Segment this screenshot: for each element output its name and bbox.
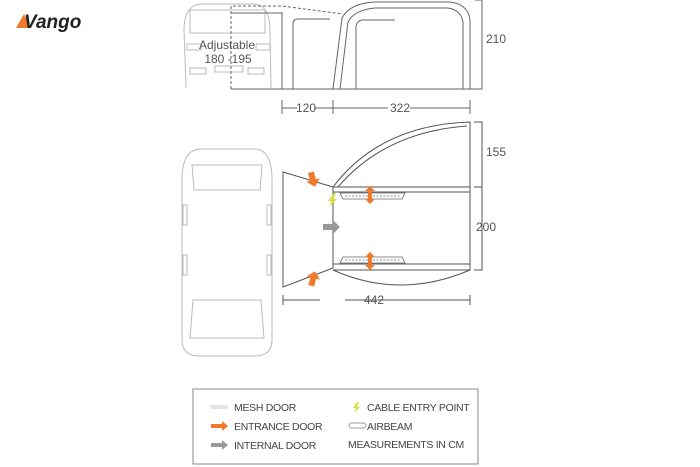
legend-mesh-door: MESH DOOR	[234, 402, 297, 414]
depth-front-dimension: 155	[486, 145, 506, 159]
legend-entrance-door: ENTRANCE DOOR	[234, 421, 323, 433]
entrance-door-arrow-icon	[306, 271, 321, 287]
entrance-door-legend-icon	[211, 421, 228, 431]
van-rear-outline	[183, 3, 272, 89]
legend: MESH DOOR ENTRANCE DOOR INTERNAL DOOR CA…	[192, 388, 479, 465]
mesh-door-top	[339, 192, 406, 200]
total-width-dimension: 442	[364, 293, 384, 307]
van-top-outline	[181, 148, 273, 357]
legend-cable-entry: CABLE ENTRY POINT	[367, 402, 470, 414]
vango-logo: Vango	[16, 12, 81, 33]
internal-door-arrow-icon	[323, 220, 340, 234]
height-dimension: 210	[486, 32, 506, 46]
cable-entry-legend-icon	[353, 402, 360, 413]
logo-text: Vango	[24, 12, 81, 33]
logo-triangle-icon	[16, 14, 31, 28]
side-view	[183, 0, 483, 114]
entrance-door-arrow-icon	[365, 186, 375, 204]
airbeam-legend-icon	[348, 422, 367, 429]
entrance-door-arrow-icon	[306, 171, 320, 187]
legend-units: MEASUREMENTS IN CM	[348, 439, 464, 451]
entrance-door-arrow-icon	[365, 252, 375, 270]
front-canopy	[332, 121, 471, 188]
legend-airbeam: AIRBEAM	[367, 421, 412, 433]
main-width-dimension: 322	[390, 101, 410, 115]
annex-width-dimension: 120	[296, 101, 316, 115]
cable-entry-icon	[328, 193, 337, 207]
mesh-door-legend-icon	[210, 405, 228, 409]
adjustable-label: Adjustable	[199, 38, 255, 52]
internal-door-legend-icon	[211, 440, 228, 450]
legend-internal-door: INTERNAL DOOR	[234, 440, 317, 452]
main-floor	[333, 186, 471, 271]
mesh-door-bottom	[339, 256, 406, 264]
depth-main-dimension: 200	[476, 220, 496, 234]
adjustable-range: 180 -195	[204, 52, 252, 66]
